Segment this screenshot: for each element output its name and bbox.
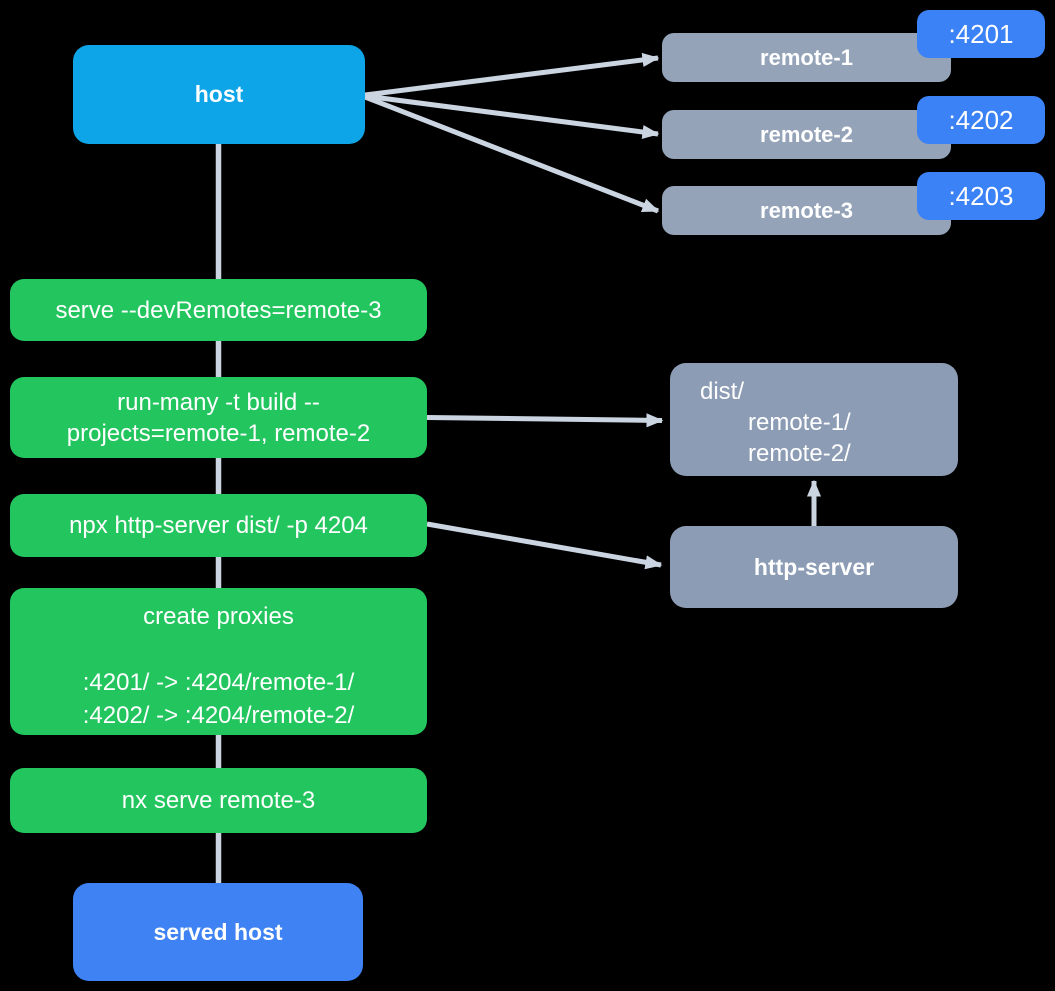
step-nx-serve-remote-3: nx serve remote-3 — [10, 768, 427, 833]
node-http-server-label: http-server — [753, 553, 875, 580]
port-badge-4202: :4202 — [917, 96, 1045, 144]
dist-child-remote-2: remote-2/ — [748, 440, 851, 467]
node-host: host — [73, 45, 365, 144]
node-remote-3-label: remote-3 — [760, 197, 853, 223]
step-serve-dev-remotes-label: serve --devRemotes=remote-3 — [55, 296, 382, 324]
port-badge-4203-label: :4203 — [948, 180, 1014, 211]
node-remote-2: remote-2 — [662, 110, 951, 159]
port-badge-4201-label: :4201 — [948, 18, 1014, 49]
step-run-many-build-line-2: projects=remote-1, remote-2 — [66, 419, 371, 447]
port-badge-4201: :4201 — [917, 10, 1045, 58]
node-served-host: served host — [73, 883, 363, 981]
arrow-build-to-dist — [426, 413, 664, 428]
proxy-mapping-4201: :4201/ -> :4204/remote-1/ — [82, 669, 355, 696]
node-remote-2-label: remote-2 — [760, 121, 853, 147]
step-npx-http-server: npx http-server dist/ -p 4204 — [10, 494, 427, 557]
proxy-mapping-4202: :4202/ -> :4204/remote-2/ — [82, 702, 355, 729]
step-npx-http-server-label: npx http-server dist/ -p 4204 — [69, 512, 368, 539]
step-serve-dev-remotes: serve --devRemotes=remote-3 — [10, 279, 427, 341]
node-dist-folder: dist/ remote-1/ remote-2/ — [670, 363, 958, 476]
step-create-proxies-title: create proxies — [143, 603, 294, 630]
arrow-command-to-http-server — [426, 521, 663, 570]
arrow-host-to-remote-1 — [364, 52, 660, 98]
node-remote-1-label: remote-1 — [760, 44, 853, 70]
dist-root-label: dist/ — [700, 378, 745, 405]
arrow-host-to-remote-2 — [364, 93, 660, 140]
step-create-proxies: create proxies :4201/ -> :4204/remote-1/… — [10, 588, 427, 735]
step-nx-serve-remote-3-label: nx serve remote-3 — [121, 787, 316, 814]
port-badge-4202-label: :4202 — [948, 104, 1014, 135]
node-http-server: http-server — [670, 526, 958, 608]
port-badge-4203: :4203 — [917, 172, 1045, 220]
step-run-many-build-line-1: run-many -t build -- — [117, 388, 320, 416]
node-remote-1: remote-1 — [662, 33, 951, 82]
node-remote-3: remote-3 — [662, 186, 951, 235]
node-host-label: host — [194, 81, 244, 107]
node-served-host-label: served host — [153, 918, 283, 945]
step-run-many-build: run-many -t build -- projects=remote-1, … — [10, 377, 427, 458]
dist-child-remote-1: remote-1/ — [748, 409, 851, 436]
arrow-host-to-remote-3 — [364, 94, 660, 214]
